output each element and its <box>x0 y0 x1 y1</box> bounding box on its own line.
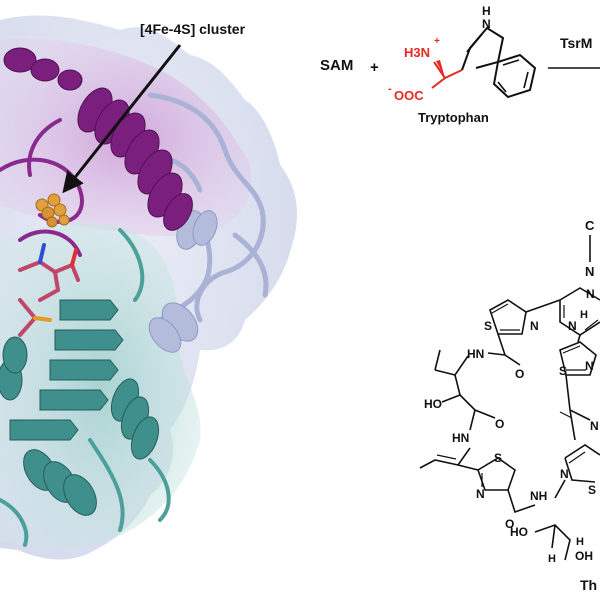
reaction-scheme: SAM + H3N + OOC - N H Tryptophan TsrM <box>320 4 600 125</box>
bond-thiazole-a-core <box>525 299 561 313</box>
atom-s-ring-a: S <box>484 319 492 333</box>
atom-o-c: O <box>505 517 514 531</box>
atom-ho-left: HO <box>424 397 442 411</box>
atom-n-ring-f: N <box>560 467 569 481</box>
indole-h-label: H <box>482 4 491 18</box>
dehydro-chain <box>419 447 471 469</box>
thiazole-c-double <box>568 451 586 464</box>
bond-carbonyl-b <box>474 409 496 419</box>
atom-top-c: C <box>585 218 595 233</box>
lavender-helix <box>148 210 218 353</box>
sam-label: SAM <box>320 57 353 74</box>
product-structure: C N N H N S N O S N HN HO O HN <box>419 218 600 565</box>
thiazoline <box>477 457 516 491</box>
atom-h-a: H <box>580 309 588 321</box>
indole-double-bond <box>466 33 483 53</box>
indole-six-ring <box>492 53 537 99</box>
atom-nh-lower: HN <box>452 431 469 445</box>
bond-amide-thiazole-c <box>554 479 566 499</box>
atom-n-mid: N <box>590 419 599 433</box>
bond-bottom-methyl <box>551 524 556 549</box>
fe-s-cluster <box>35 193 70 228</box>
sam-ligand <box>18 243 80 337</box>
bond-dehydro-thiazoline <box>457 464 479 471</box>
atom-ho-bottom: HO <box>510 525 528 539</box>
thiazole-c <box>564 444 600 483</box>
indole-n-label: N <box>482 17 491 31</box>
bond-thiazoline-amide <box>507 489 536 514</box>
thiazole-b <box>559 341 597 376</box>
amine-label: H3N <box>404 45 430 60</box>
enzyme-label: TsrM <box>560 35 592 51</box>
atom-h-c: H <box>548 553 556 565</box>
bond-core-thiazole-b <box>577 334 581 343</box>
carboxylate-charge: - <box>388 83 392 95</box>
dehydro-double <box>436 454 457 460</box>
atom-n-upper: N <box>585 264 594 279</box>
bond-bottom-chain <box>534 524 571 561</box>
core-ring <box>559 287 600 336</box>
product-label-fragment: Th <box>580 577 597 593</box>
tryptophan-label: Tryptophan <box>418 110 489 125</box>
atom-n-ring-d: N <box>585 359 594 373</box>
purple-helices <box>3 47 193 231</box>
core-ring-doubles <box>563 305 599 331</box>
alpha-carbon-bonds <box>431 61 463 89</box>
bond-carbonyl-o <box>559 411 573 419</box>
bond-ho-left <box>441 394 461 403</box>
protein-structure: [4Fe-4S] cluster <box>0 15 297 560</box>
atom-nh-bottom: NH <box>530 489 547 503</box>
thiazole-b-double <box>562 345 586 371</box>
indole-five-ring <box>461 26 505 71</box>
indole-six-ring-doubles <box>497 59 529 93</box>
thiazole-a-double <box>491 303 520 331</box>
callout-arrow <box>62 44 182 194</box>
tryptophan-structure: H3N + OOC - N H <box>388 4 537 103</box>
bond-nh-left-carbonyl <box>487 352 506 356</box>
atom-h-b: H <box>576 536 584 548</box>
atom-oh-bottom: OH <box>575 549 593 563</box>
atom-nh-left: HN <box>467 347 484 361</box>
bond-center-carbonyl <box>565 374 591 441</box>
wedge-bond <box>436 60 445 78</box>
atom-s-ring-d: S <box>588 483 596 497</box>
teal-structure <box>0 299 160 516</box>
atom-n-ring-b: N <box>586 287 595 301</box>
atom-n-ring-e: N <box>476 487 485 501</box>
atom-o-b: O <box>495 417 504 431</box>
atom-o-a: O <box>515 367 524 381</box>
cluster-label: [4Fe-4S] cluster <box>140 21 246 37</box>
carboxylate-label: OOC <box>394 88 424 103</box>
atom-n-ring-c: N <box>530 319 539 333</box>
thiazole-a <box>489 299 527 335</box>
bond-nh-left-chain <box>434 355 469 396</box>
bond-methyl-top <box>434 349 441 371</box>
teal-loops <box>0 228 171 547</box>
plus-sign: + <box>370 59 379 76</box>
bond-thiazole-a-amide <box>497 333 521 366</box>
bond-chain-down <box>459 394 476 431</box>
atom-s-ring-b: S <box>559 364 567 378</box>
atom-s-ring-c: S <box>494 451 502 465</box>
amine-charge: + <box>434 36 440 47</box>
atom-n-ring-a: N <box>568 319 577 333</box>
